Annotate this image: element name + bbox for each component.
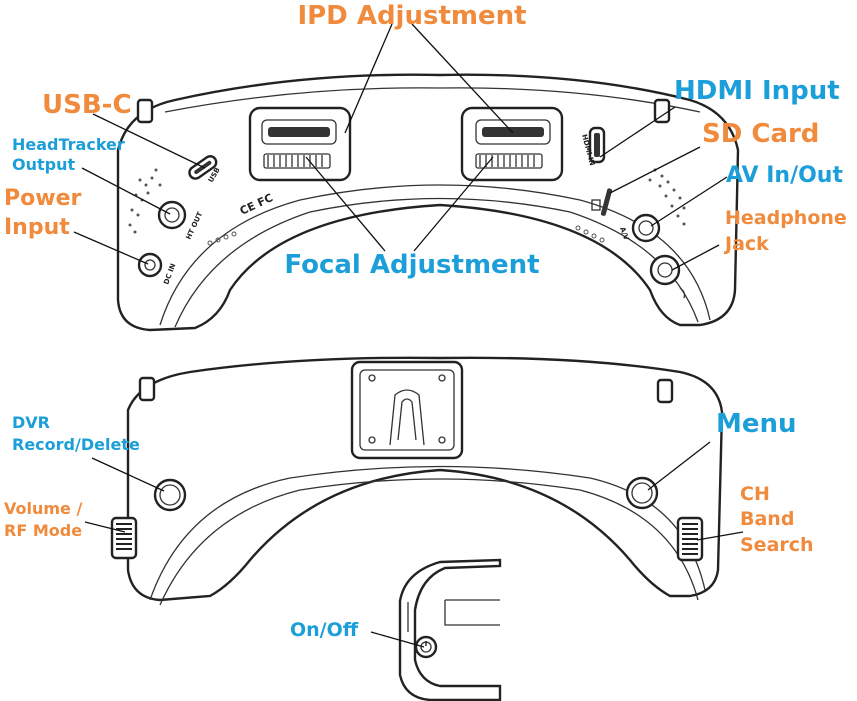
hdmi-port[interactable] — [588, 126, 606, 164]
label-headtracker-line2: Output — [12, 155, 75, 174]
left-front-knob — [138, 376, 156, 402]
label-ch-line2: Band — [740, 508, 794, 530]
label-volume-line1: Volume / — [4, 499, 82, 518]
label-av-in-out: AV In/Out — [726, 163, 843, 188]
right-ipd-slider[interactable] — [460, 106, 564, 182]
top-view: USB HT OUT DC IN CE FC HDMI IN — [116, 73, 740, 332]
ch-band-rocker[interactable] — [676, 516, 704, 562]
label-ch-line3: Search — [740, 534, 814, 556]
label-dvr-line2: Record/Delete — [12, 435, 140, 454]
center-module — [350, 360, 464, 460]
volume-rf-rocker[interactable] — [110, 516, 138, 560]
labels: IPD Adjustment USB-C HeadTracker Output … — [4, 1, 847, 641]
left-speaker-grille — [128, 168, 162, 234]
label-hdmi-input: HDMI Input — [674, 76, 840, 106]
top-goggle-body — [116, 73, 740, 332]
sd-card-slot[interactable] — [591, 188, 613, 216]
label-headphone-line2: Jack — [723, 233, 769, 255]
dvr-button[interactable] — [153, 478, 187, 512]
right-dot-row — [575, 225, 605, 243]
label-power-line1: Power — [4, 186, 81, 211]
leader-lines — [73, 23, 744, 648]
power-button[interactable] — [414, 635, 438, 659]
label-ipd-adjustment: IPD Adjustment — [297, 1, 526, 31]
right-front-knob — [656, 378, 674, 404]
left-ipd-slider[interactable] — [248, 106, 352, 182]
bottom-view — [110, 356, 724, 606]
label-dvr-line1: DVR — [12, 413, 50, 432]
label-usb-c: USB-C — [42, 90, 132, 120]
power-port[interactable] — [137, 252, 163, 278]
label-sd-card: SD Card — [702, 119, 819, 149]
headtracker-port[interactable] — [157, 200, 187, 230]
label-ch-line1: CH — [740, 483, 770, 505]
label-power-line2: Input — [4, 215, 70, 240]
label-focal-adjustment: Focal Adjustment — [284, 250, 539, 280]
label-headtracker-line1: HeadTracker — [12, 135, 125, 154]
left-antenna-knob — [136, 98, 154, 124]
left-dot-row — [207, 231, 237, 246]
right-speaker-grille — [648, 168, 686, 226]
label-headphone-line1: Headphone — [725, 207, 847, 229]
bottom-goggle-body — [126, 356, 724, 602]
label-volume-line2: RF Mode — [4, 521, 82, 540]
on-off-detail — [398, 558, 502, 701]
menu-button[interactable] — [625, 476, 659, 510]
label-on-off: On/Off — [290, 619, 359, 641]
label-menu: Menu — [716, 409, 797, 439]
av-port[interactable] — [631, 213, 661, 243]
